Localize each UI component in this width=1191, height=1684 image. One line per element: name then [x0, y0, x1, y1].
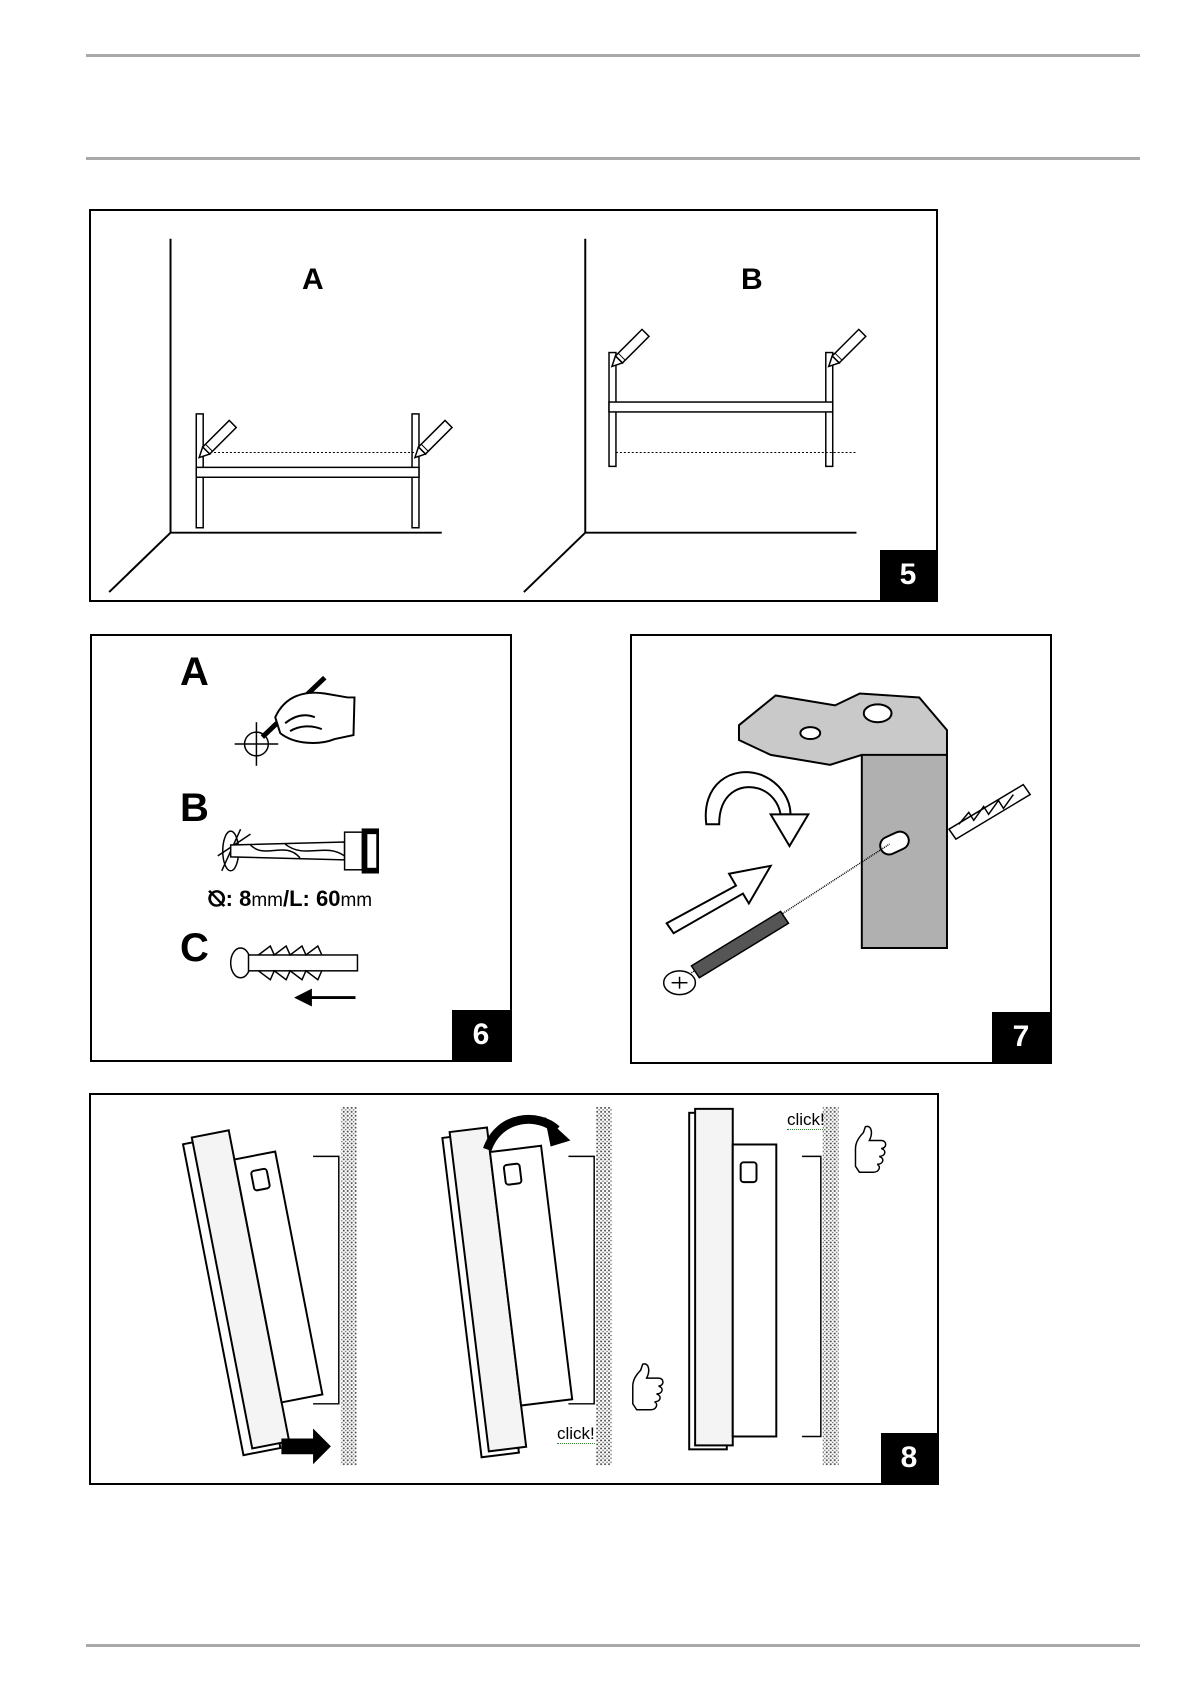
hand-with-pen-icon [262, 678, 354, 743]
frame-b [609, 353, 833, 467]
arrow-icon [281, 1429, 330, 1465]
wall-plug-icon [231, 946, 358, 980]
figure-6-badge: 6 [452, 1010, 510, 1060]
diameter-icon: ⦰ [208, 886, 226, 911]
header-rule-top [86, 54, 1140, 57]
figure-5-label-a: A [302, 263, 324, 297]
figure-6-illustration [92, 636, 510, 1060]
figure-8-illustration [91, 1095, 937, 1483]
click-label-step3: click! [787, 1111, 825, 1130]
click-label-step2: click! [557, 1425, 595, 1444]
footer-rule [86, 1644, 1140, 1647]
figure-6-step-a: A [180, 650, 209, 695]
pencil-icon [825, 329, 866, 370]
figure-5-panel: A B 5 [89, 209, 938, 602]
wall-hatch-icon [341, 1107, 357, 1465]
figure-6-panel: A B C ⦰: 8mm/L: 60mm 6 [90, 634, 512, 1062]
heater-icon [689, 1109, 776, 1449]
figure-7-badge: 7 [992, 1012, 1050, 1062]
figure-5-label-b: B [741, 263, 763, 297]
thumbs-up-icon [855, 1126, 885, 1172]
drill-spec-text: ⦰: 8mm/L: 60mm [208, 886, 372, 912]
wall-hatch-icon [823, 1107, 839, 1465]
wall-hatch-icon [596, 1107, 612, 1465]
header-rule-bottom [86, 157, 1140, 160]
figure-5-badge: 5 [880, 550, 936, 600]
figure-5-illustration [91, 211, 936, 600]
arrow-icon [294, 989, 355, 1007]
figure-7-illustration [632, 636, 1050, 1062]
figure-8-panel: click! click! 8 [89, 1093, 939, 1485]
thumbs-up-icon [633, 1364, 663, 1410]
figure-6-step-c: C [180, 926, 209, 971]
wall-plug-icon [949, 785, 1030, 839]
figure-7-panel: 7 [630, 634, 1052, 1064]
rotate-arrow-icon [487, 1117, 570, 1150]
figure-6-step-b: B [180, 786, 209, 831]
pencil-icon [608, 329, 649, 370]
rotate-arrow-icon [706, 772, 809, 846]
drill-bit-icon [218, 829, 378, 873]
heater-icon [442, 1121, 578, 1457]
bracket-icon [739, 693, 947, 948]
figure-8-badge: 8 [881, 1433, 937, 1483]
heater-icon [182, 1122, 331, 1455]
arrow-icon [667, 866, 771, 933]
